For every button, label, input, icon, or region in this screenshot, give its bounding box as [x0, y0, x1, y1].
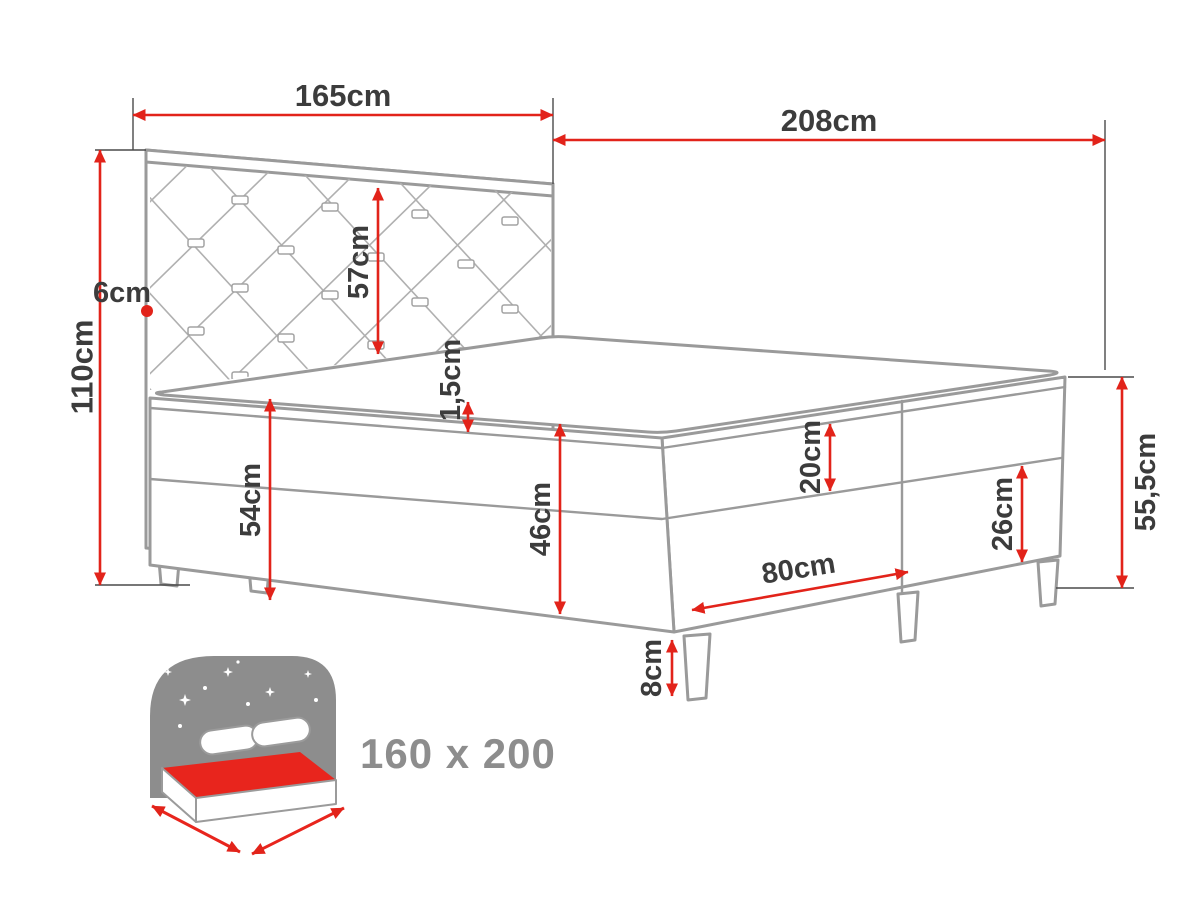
logo-size-arrows: [151, 804, 345, 856]
front-height-label: 54cm: [235, 463, 267, 537]
dimension-headboard-thickness: 6cm: [93, 277, 153, 317]
headboard-width-label: 165cm: [295, 78, 392, 113]
dimension-headboard-width: 165cm: [132, 78, 554, 121]
dimension-side-total-height: 55,5cm: [1116, 376, 1162, 589]
dimension-total-length: 208cm: [552, 103, 1106, 146]
side-leg: [1036, 558, 1060, 608]
topper-thickness-label: 1,5cm: [435, 339, 467, 421]
dimension-mattress-height: 20cm: [795, 420, 836, 494]
logo-pillow: [251, 716, 311, 748]
corpus-height-label: 26cm: [987, 477, 1019, 551]
dimension-headboard-height: 110cm: [65, 149, 106, 586]
dimension-corpus-height: 26cm: [987, 465, 1028, 563]
dimension-leg-height: 8cm: [636, 639, 678, 697]
headboard-height-label: 110cm: [65, 320, 100, 415]
logo-mattress-top: [162, 752, 336, 798]
logo-bed: [161, 716, 337, 823]
mattress-size-label: 160 x 200: [360, 730, 556, 777]
side-leg: [896, 590, 920, 644]
mattress-bottom-seam-line: [148, 456, 1063, 521]
dimension-topper: 1,5cm: [435, 339, 474, 433]
dimension-base-height: 46cm: [525, 423, 566, 615]
total-length-label: 208cm: [781, 103, 878, 138]
topper-seam-line: [148, 385, 1067, 450]
headboard-above-mattress-label: 57cm: [343, 225, 375, 299]
brand-logo: 160 x 200: [150, 656, 556, 856]
thickness-marker-dot: [141, 305, 153, 317]
dimension-front-height: 54cm: [235, 398, 276, 601]
headboard-thickness-label: 6cm: [93, 277, 151, 309]
bed-body: [148, 335, 1067, 702]
dimension-headboard-above-mattress: 57cm: [343, 187, 384, 355]
mattress-top-surface: [155, 335, 1059, 434]
base-height-label: 46cm: [525, 482, 557, 556]
leg-height-label: 8cm: [636, 639, 668, 697]
headboard-top-edge: [144, 148, 555, 198]
front-leg: [682, 632, 712, 702]
side-total-height-label: 55,5cm: [1130, 433, 1162, 531]
bed-front-face: [148, 396, 676, 634]
mattress-height-label: 20cm: [795, 420, 827, 494]
